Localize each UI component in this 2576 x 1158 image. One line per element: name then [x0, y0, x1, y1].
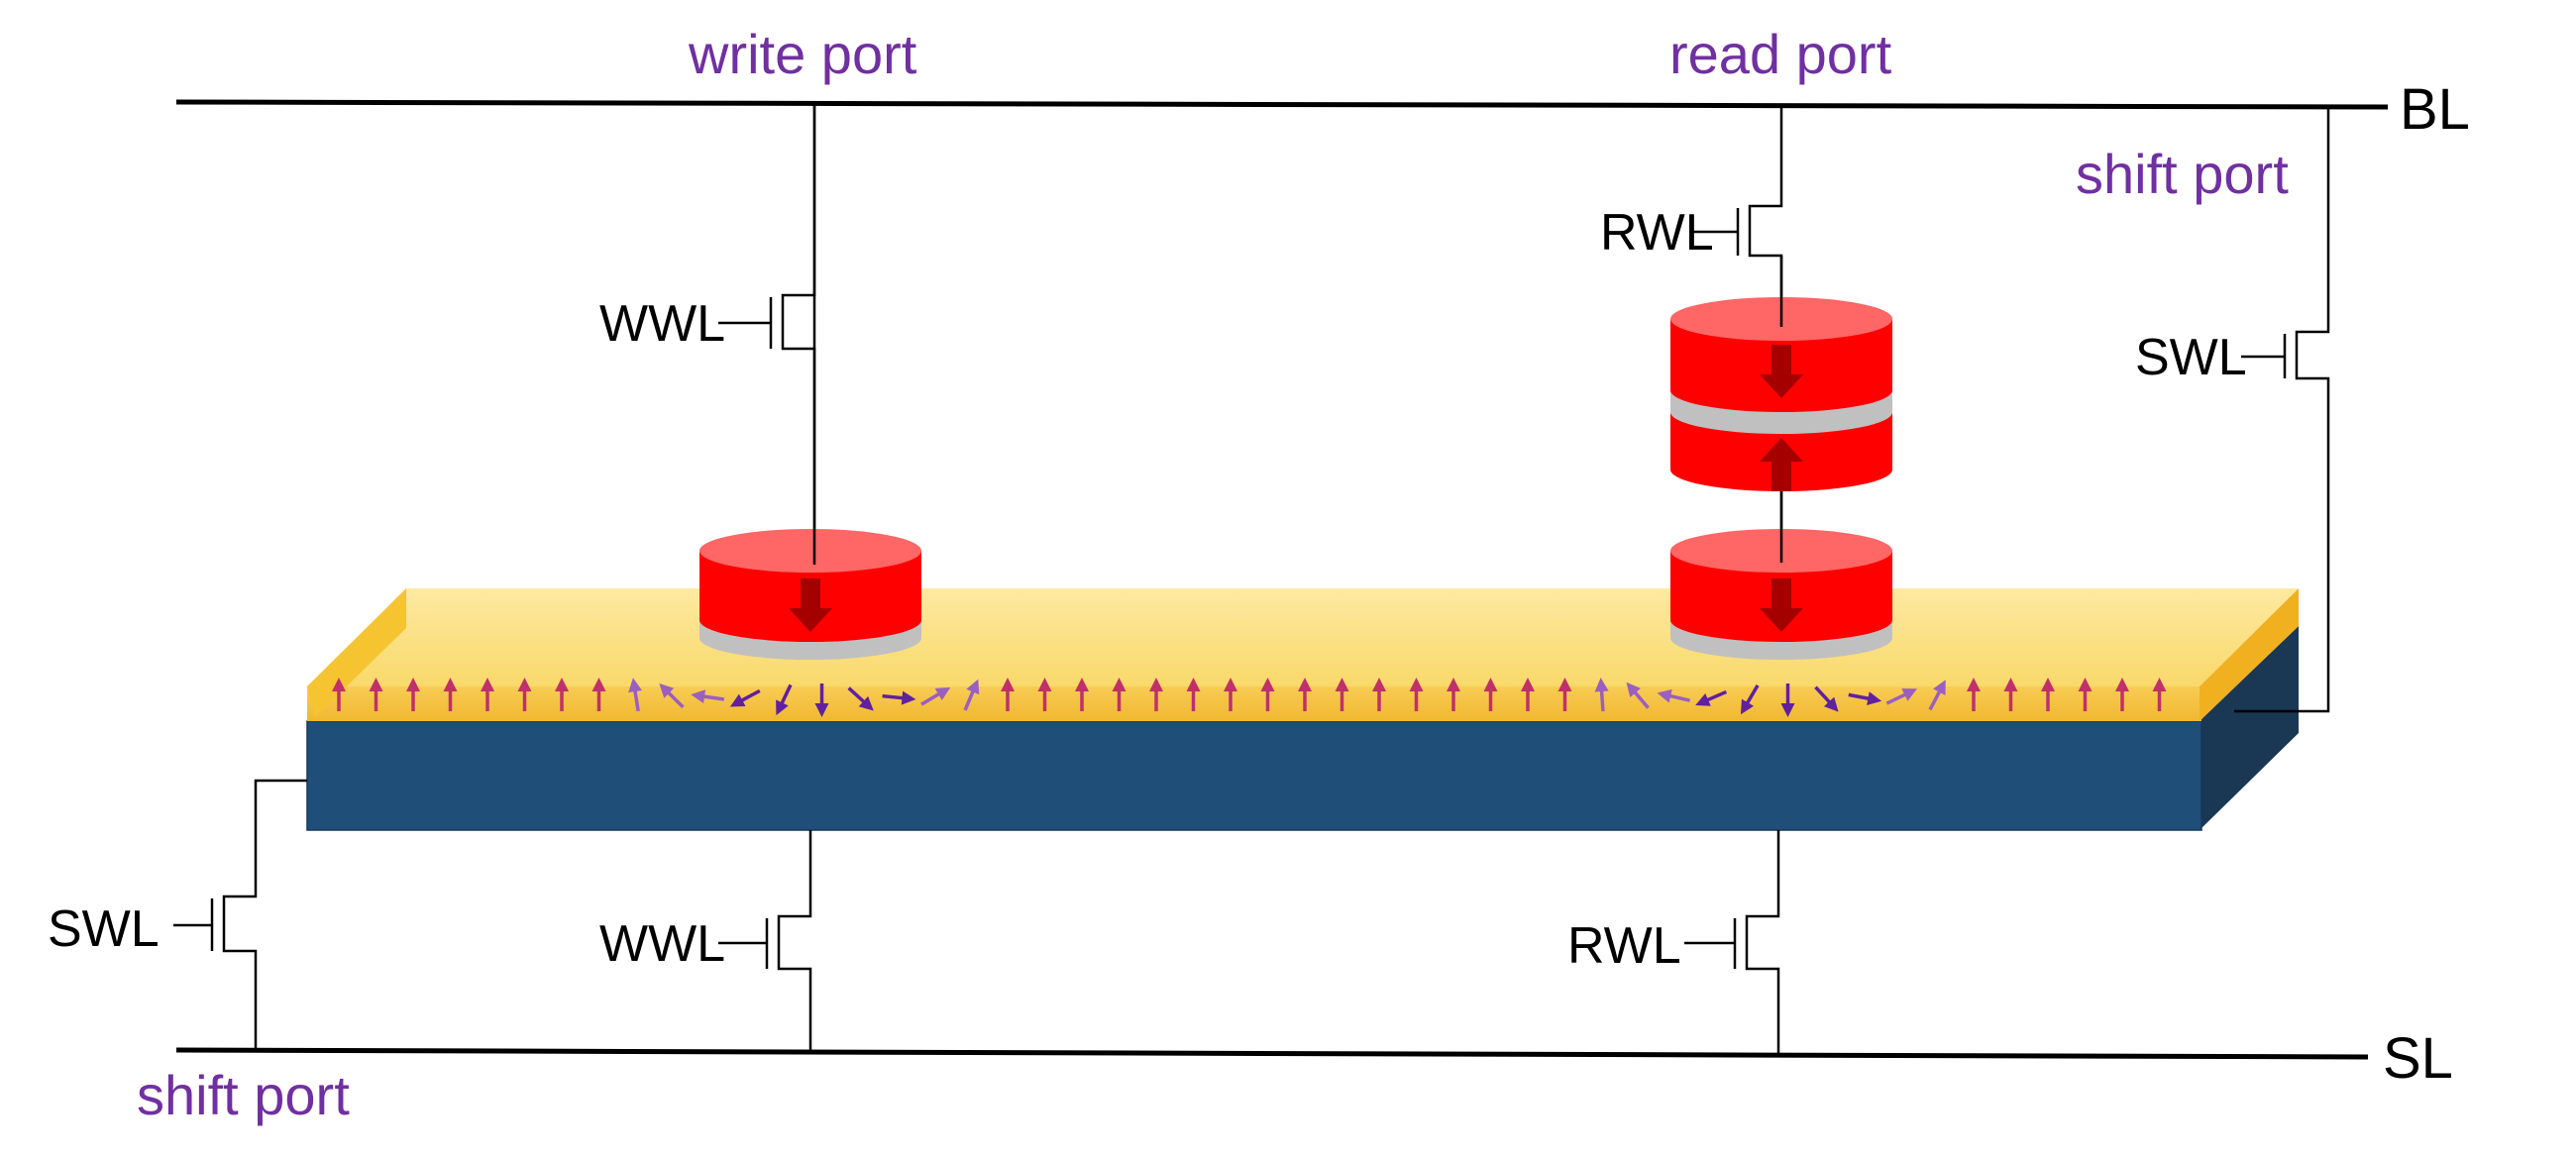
spin-arrow-icon	[1075, 678, 1089, 711]
shift-port-left-label: shift port	[137, 1064, 350, 1126]
rwl-bottom-label: RWL	[1567, 917, 1681, 975]
spin-arrow-icon	[443, 678, 458, 711]
spin-arrow-icon	[2152, 678, 2167, 711]
spin-arrow-icon	[1224, 678, 1237, 711]
spin-arrow-icon	[332, 678, 346, 711]
spin-arrow-icon	[1740, 684, 1760, 715]
spin-arrow-icon	[1780, 684, 1795, 717]
spin-arrow-icon	[555, 678, 569, 711]
spin-arrow-icon	[1037, 678, 1052, 711]
spin-arrow-icon	[776, 684, 793, 716]
read-port-circuit: RWL RWL	[1567, 105, 1783, 1055]
bit-line-label: BL	[2400, 77, 2470, 142]
spin-arrow-icon	[2041, 678, 2055, 711]
shift-port-right-circuit: SWL	[2135, 107, 2330, 713]
spin-arrow-icon	[1186, 678, 1201, 711]
spin-arrow-icon	[659, 683, 685, 709]
spin-arrow-icon	[2003, 678, 2018, 711]
spin-arrow-icon	[1298, 678, 1312, 711]
spin-arrow-icon	[628, 678, 642, 712]
spin-arrow-icon	[1848, 691, 1882, 705]
spin-arrow-icon	[2115, 678, 2129, 711]
source-line-label: SL	[2383, 1026, 2453, 1091]
arrow-down-icon	[1760, 345, 1803, 398]
spin-arrow-icon	[2078, 678, 2093, 711]
spin-arrow-icon	[691, 689, 725, 704]
spin-arrow-icon	[729, 688, 761, 707]
spin-arrow-icon	[1372, 678, 1386, 711]
spin-arrow-icon	[1335, 678, 1349, 711]
arrow-down-icon	[1760, 579, 1803, 632]
spin-arrow-icon	[814, 684, 829, 717]
racetrack-spin-layer	[307, 686, 2201, 721]
spin-arrow-icon	[847, 686, 874, 711]
spin-arrow-icon	[882, 690, 916, 705]
spin-texture	[332, 678, 2167, 717]
spin-arrow-icon	[1626, 682, 1650, 709]
racetrack-right-edge	[2200, 588, 2299, 721]
racetrack	[306, 588, 2299, 831]
spin-arrow-icon	[1447, 678, 1460, 711]
write-port-label: write port	[688, 23, 917, 85]
spin-arrow-icon	[1594, 678, 1609, 712]
spin-arrow-icon	[920, 686, 951, 706]
spin-arrow-icon	[1001, 678, 1015, 711]
spin-arrow-icon	[963, 679, 980, 711]
racetrack-front-face	[306, 720, 2202, 831]
mtj-stacks	[699, 103, 1892, 660]
spin-arrow-icon	[1112, 678, 1127, 711]
spin-arrow-icon	[1149, 678, 1163, 711]
spin-arrow-icon	[591, 678, 606, 711]
rwl-top-label: RWL	[1600, 204, 1714, 262]
arrow-down-icon	[789, 579, 832, 632]
spin-arrow-icon	[1814, 685, 1839, 712]
spin-arrow-icon	[369, 678, 383, 711]
spin-arrow-icon	[1483, 678, 1498, 711]
spin-arrow-icon	[1695, 689, 1728, 706]
spin-arrow-icon	[1967, 678, 1981, 711]
racetrack-left-edge	[307, 588, 406, 717]
wwl-top-label: WWL	[599, 295, 725, 353]
spin-arrow-icon	[1409, 678, 1424, 711]
swl-left-label: SWL	[48, 900, 160, 958]
wwl-bottom-label: WWL	[599, 915, 725, 973]
racetrack-side-face	[2200, 626, 2299, 830]
bit-line: BL	[175, 77, 2470, 142]
spin-arrow-icon	[517, 678, 532, 711]
swl-right-label: SWL	[2135, 329, 2247, 386]
arrow-up-icon	[1760, 438, 1803, 491]
spin-arrow-icon	[1928, 680, 1946, 711]
shift-port-right-label: shift port	[2076, 143, 2289, 205]
spin-arrow-icon	[1260, 678, 1275, 711]
spin-arrow-icon	[1521, 678, 1535, 711]
spin-arrow-icon	[481, 678, 494, 711]
spin-arrow-icon	[406, 678, 420, 711]
source-line: SL	[175, 1026, 2453, 1091]
read-port-label: read port	[1669, 23, 1892, 85]
spin-arrow-icon	[1557, 678, 1572, 711]
shift-port-left-circuit: SWL	[48, 779, 307, 1052]
racetrack-top-face	[307, 588, 2299, 686]
spin-arrow-icon	[1885, 688, 1918, 705]
spin-arrow-icon	[1657, 688, 1691, 703]
